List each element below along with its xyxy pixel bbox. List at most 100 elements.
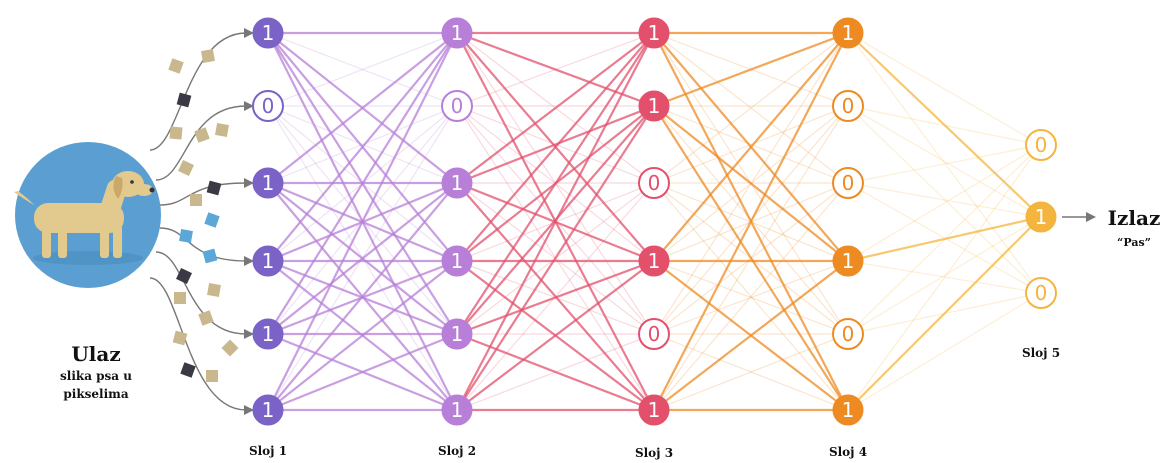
connection-line <box>653 105 849 411</box>
dog-eye <box>130 180 134 184</box>
neuron-node <box>1025 129 1057 161</box>
connection-line <box>653 333 849 411</box>
neuron-node <box>252 167 284 199</box>
neuron-node <box>252 17 284 49</box>
layer-label-4: Sloj 4 <box>828 445 868 459</box>
input-arrows-group <box>149 28 254 415</box>
connection-line <box>847 32 1042 146</box>
connection-line <box>653 105 849 411</box>
neuron-node <box>441 167 473 199</box>
layer-label-1: Sloj 1 <box>248 444 288 458</box>
connection-line <box>267 260 458 411</box>
neuron-value: 1 <box>648 94 661 118</box>
connection-line <box>653 105 849 184</box>
connection-line <box>456 32 655 262</box>
connection-line <box>267 105 458 184</box>
input-arrow-head <box>244 28 254 38</box>
pixel-square <box>169 126 183 140</box>
connection-line <box>267 182 458 335</box>
input-arrow-line <box>155 105 247 181</box>
pixel-square <box>179 229 193 243</box>
neuron-node <box>638 245 670 277</box>
neuron-node <box>441 90 473 122</box>
connection-line <box>267 32 458 262</box>
neuron-value: 1 <box>1035 205 1048 229</box>
input-title: Ulaz <box>71 342 121 366</box>
connection-line <box>847 216 1042 411</box>
neuron-node <box>1025 277 1057 309</box>
neuron-node <box>441 394 473 426</box>
connections-group <box>267 31 1042 412</box>
pixel-square <box>194 127 210 143</box>
neuron-value: 1 <box>262 249 275 273</box>
neuron-node <box>638 90 670 122</box>
neuron-node <box>252 318 284 350</box>
neuron-node <box>252 245 284 277</box>
neuron-value: 0 <box>262 94 275 118</box>
neuron-value: 1 <box>262 171 275 195</box>
pixel-square <box>221 339 239 357</box>
input-arrow-line <box>159 227 247 262</box>
connection-line <box>653 182 849 335</box>
neuron-value: 1 <box>262 398 275 422</box>
output-arrow <box>1062 212 1096 222</box>
pixel-square <box>206 370 218 382</box>
neuron-node <box>1025 201 1057 233</box>
neuron-node <box>252 394 284 426</box>
neuron-value: 0 <box>648 322 661 346</box>
neuron-value: 0 <box>648 171 661 195</box>
connection-line <box>847 105 1042 218</box>
input-arrow-line <box>149 277 247 411</box>
connection-line <box>267 105 458 184</box>
connection-line <box>847 216 1042 335</box>
connection-line <box>267 32 458 107</box>
connection-line <box>847 182 1042 218</box>
input-arrow-head <box>244 405 254 415</box>
connection-line <box>847 144 1042 335</box>
connection-line <box>456 104 655 185</box>
output-label: “Pas” <box>1117 236 1151 249</box>
pixel-square <box>172 330 188 346</box>
connection-line <box>847 32 1042 218</box>
connection-line <box>847 144 1042 184</box>
neuron-value: 1 <box>648 249 661 273</box>
pixel-square <box>206 180 222 196</box>
neuron-node <box>638 318 670 350</box>
connection-line <box>847 144 1042 411</box>
neuron-value: 0 <box>842 171 855 195</box>
neuron-node <box>832 90 864 122</box>
neuron-value: 1 <box>842 398 855 422</box>
connection-line <box>847 215 1042 263</box>
pixel-square <box>176 92 192 108</box>
input-arrow-head <box>244 329 254 339</box>
neuron-node <box>441 245 473 277</box>
pixel-square <box>174 292 186 304</box>
connection-line <box>653 32 849 411</box>
neuron-node <box>638 167 670 199</box>
neuron-value: 1 <box>451 322 464 346</box>
connection-line <box>267 182 458 411</box>
output-title: Izlaz <box>1107 206 1160 230</box>
neuron-value: 1 <box>451 21 464 45</box>
neuron-value: 1 <box>262 21 275 45</box>
neuron-value: 1 <box>262 322 275 346</box>
input-arrow-head <box>244 256 254 266</box>
neuron-value: 1 <box>648 21 661 45</box>
input-description-line2: pikselima <box>63 387 129 401</box>
connection-line <box>456 32 655 107</box>
connection-line <box>653 32 849 184</box>
neuron-value: 0 <box>1035 281 1048 305</box>
input-arrow-head <box>244 178 254 188</box>
input-arrow-line <box>149 32 247 151</box>
pixels-group <box>168 49 239 382</box>
pixel-square <box>207 283 221 297</box>
pixel-square <box>176 268 192 284</box>
pixel-square <box>178 160 194 176</box>
connection-line <box>653 105 849 262</box>
neuron-value: 1 <box>451 249 464 273</box>
connection-line <box>267 332 458 412</box>
neuron-node <box>832 318 864 350</box>
pixel-square <box>201 49 215 63</box>
neuron-value: 1 <box>451 171 464 195</box>
connection-line <box>456 32 655 184</box>
